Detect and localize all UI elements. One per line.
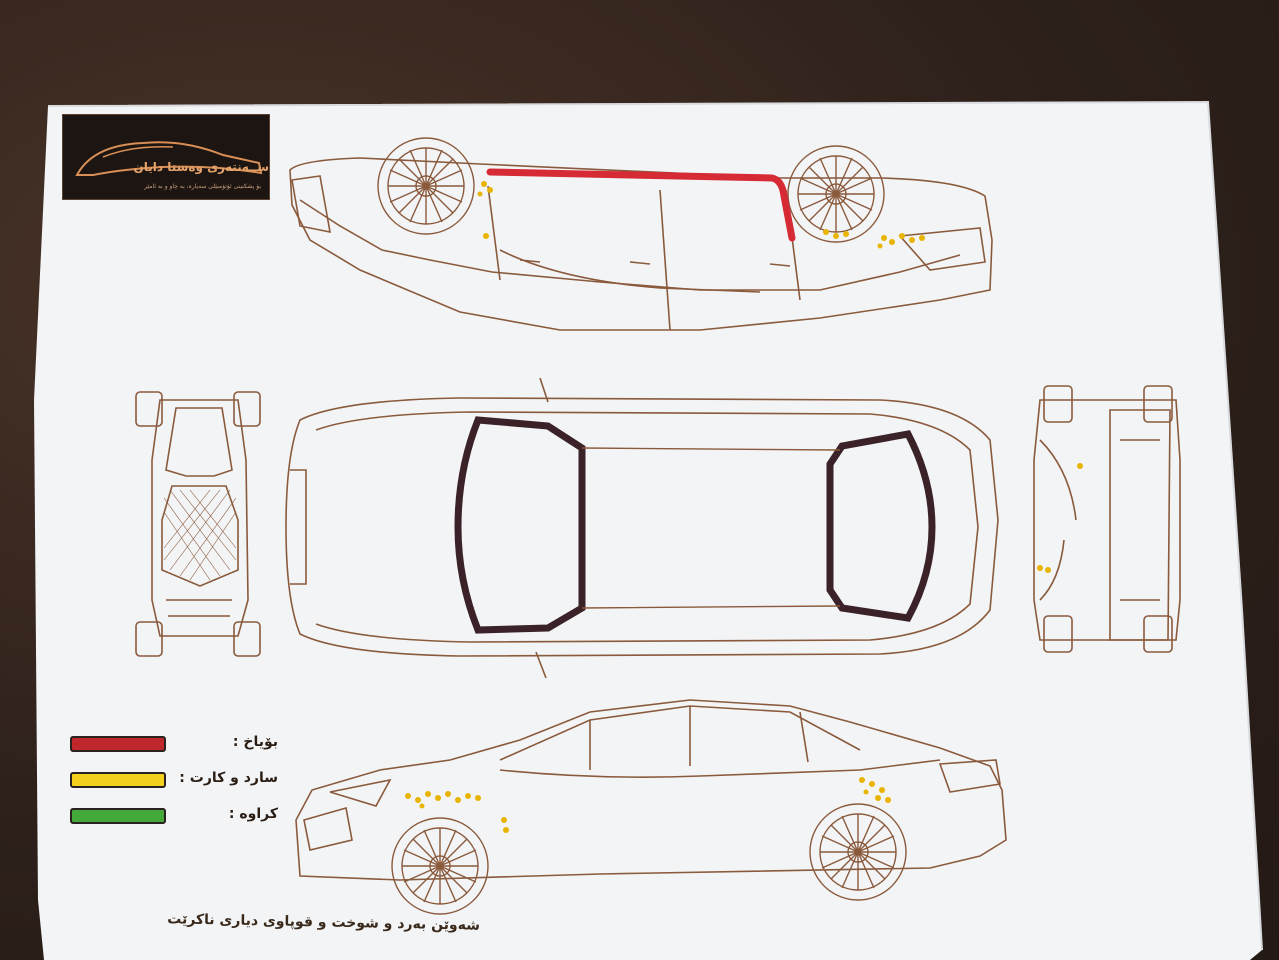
legend-swatch-yellow: [70, 772, 166, 788]
car-logo-icon: [75, 141, 263, 176]
paint-mark-roof: [486, 168, 796, 242]
windshield-front: [454, 416, 586, 634]
legend-swatch-green: [70, 808, 166, 824]
legend-label: کراوە :: [228, 806, 278, 822]
legend-label: سارد و کارت :: [179, 770, 278, 786]
windshield-rear: [826, 430, 936, 622]
legend-item-open: کراوە :: [70, 806, 290, 828]
car-side-view-top: [289, 157, 993, 331]
repair-dots-rear: [1037, 463, 1083, 573]
wheel-front-bottom: [391, 817, 489, 915]
car-rear-view: [1033, 385, 1181, 653]
wheel-rear-top: [787, 145, 885, 243]
legend-swatch-red: [70, 736, 166, 752]
logo-title: ســەنتەری وەستا دایان: [133, 160, 270, 174]
legend-label: بۆیاخ :: [232, 734, 278, 750]
repair-dots-top: [477, 181, 925, 249]
logo-badge: ســەنتەری وەستا دایان بۆ پشکنینی ئۆتۆمبێ…: [62, 114, 270, 200]
wheel-rear-bottom: [809, 803, 907, 901]
logo-subtitle: بۆ پشکنینی ئۆتۆمبێلی سەیارە، بە چاو و بە…: [144, 183, 261, 190]
paper-edge: [47, 100, 1263, 951]
legend-item-paint: بۆیاخ :: [70, 734, 290, 756]
paper: [34, 102, 1262, 960]
front-grille-mesh: [163, 489, 237, 581]
legend-item-repair: سارد و کارت :: [70, 770, 290, 792]
roof-lines: [581, 447, 841, 609]
car-front-view: [135, 391, 261, 657]
wheel-front-top: [377, 137, 475, 235]
car-top-down-view: [285, 377, 999, 679]
repair-dots-bottom: [405, 777, 891, 833]
car-side-view-bottom: [295, 699, 1007, 881]
